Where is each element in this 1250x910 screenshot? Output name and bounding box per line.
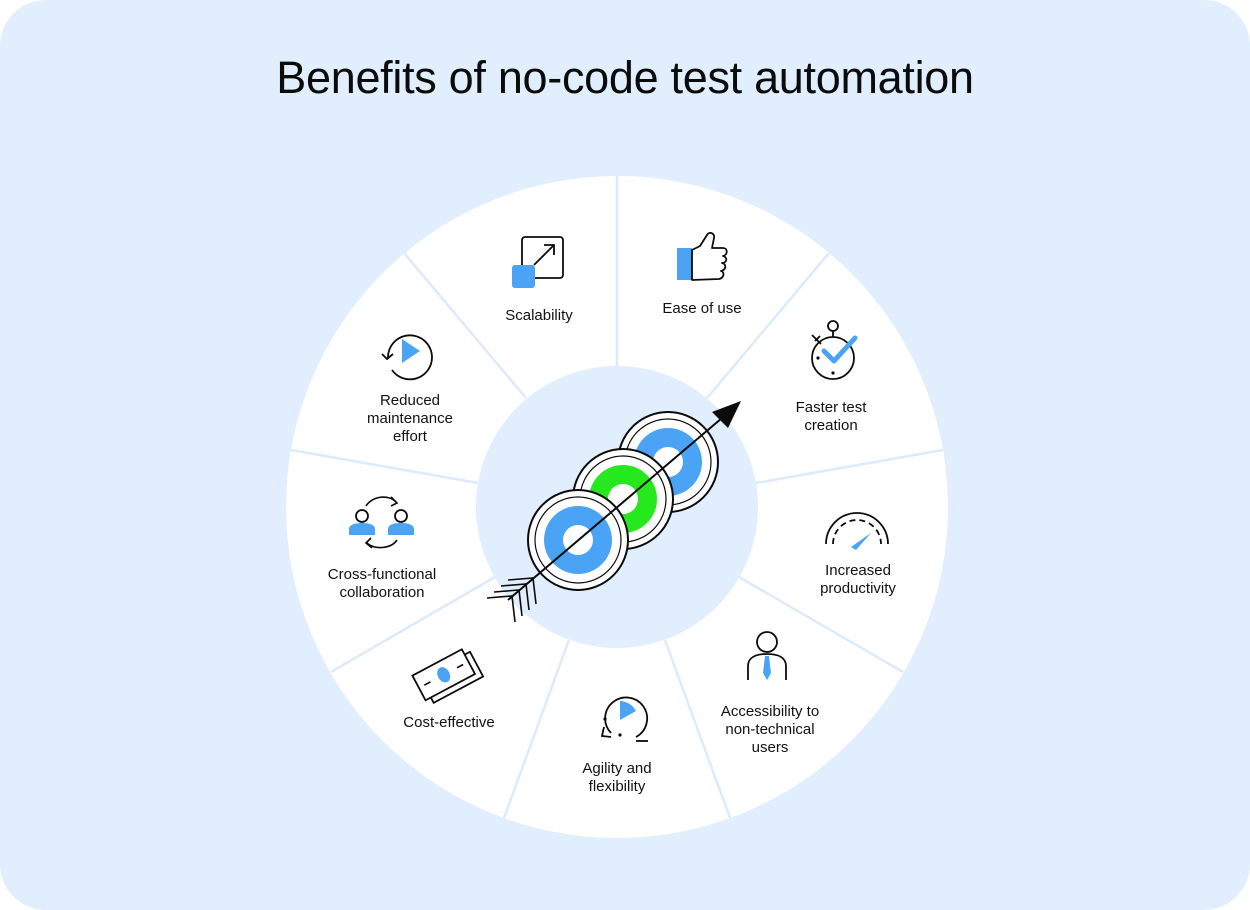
benefit-label-ease-of-use: Ease of use [662,300,742,317]
benefit-label-reduced-maintenance: Reduced maintenance effort [367,392,453,445]
speedometer-icon [825,512,889,550]
benefit-label-cost-effective: Cost-effective [403,714,495,731]
benefit-label-scalability: Scalability [505,307,573,324]
scale-up-icon [512,236,564,288]
benefit-label-faster-test-creation: Faster test creation [795,399,867,434]
stopwatch-check-icon [811,320,858,380]
business-user-icon [747,631,787,680]
arrow-through-targets-icon [486,401,741,623]
benefit-label-increased-productivity: Increased productivity [820,562,896,597]
clock-cycle-icon [600,696,649,742]
replay-icon [381,334,433,381]
benefit-label-cross-functional: Cross-functional collaboration [327,566,437,601]
thumbs-up-icon [677,231,728,281]
wheel-dividers [290,176,944,819]
page-title: Benefits of no-code test automation [276,52,974,103]
benefit-label-accessibility: Accessibility to non-technical users [720,703,820,756]
benefit-label-agility: Agility and flexibility [582,760,652,795]
people-exchange-icon [349,496,414,549]
banknotes-icon [411,648,485,705]
